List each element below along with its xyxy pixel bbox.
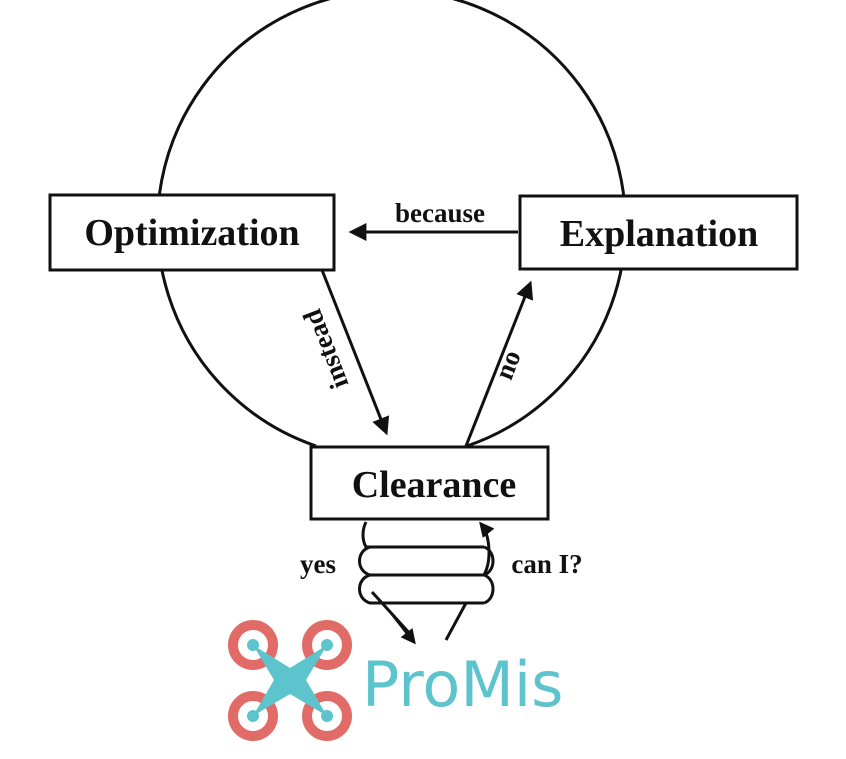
yes-arrow: [390, 613, 416, 645]
drone-body: [253, 645, 327, 716]
rotor-hub: [247, 639, 259, 651]
clearance-label: Clearance: [352, 464, 517, 506]
explanation-box: [518, 194, 799, 271]
optimization-box: [48, 193, 336, 272]
optimization-label: Optimization: [84, 212, 299, 254]
bulb-screw-base: [358, 521, 495, 641]
can-i-label: can I?: [511, 549, 582, 579]
because-label: because: [395, 198, 485, 228]
rotor-hub: [247, 710, 259, 722]
clearance-box: [309, 445, 550, 521]
yes-label: yes: [300, 549, 336, 579]
drone-icon: [228, 620, 352, 741]
logo-wordmark: ProMis: [362, 648, 563, 721]
rotor-hub: [321, 639, 333, 651]
rotor-ring: [302, 691, 352, 741]
promis-logo: ProMis: [228, 620, 563, 741]
can-i-arrow: [479, 521, 495, 576]
rotor-ring: [228, 691, 278, 741]
rotor-ring: [302, 620, 352, 670]
instead-arrow: [320, 269, 390, 436]
instead-label: instead: [297, 305, 355, 393]
no-arrow: [464, 280, 534, 447]
rotor-hub: [321, 710, 333, 722]
bulb-outline: [156, 0, 627, 448]
explanation-label: Explanation: [560, 213, 759, 255]
rotor-ring: [228, 620, 278, 670]
